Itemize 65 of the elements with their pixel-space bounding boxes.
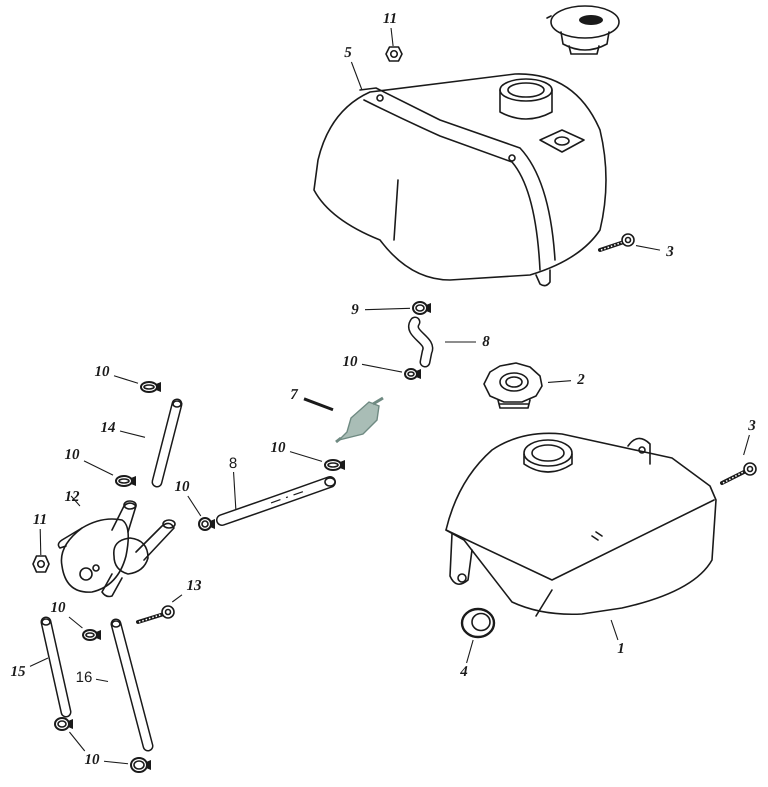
hose-clamp-drawing: [402, 367, 422, 381]
callout-number: 11: [28, 511, 52, 529]
callout-number: 12: [60, 488, 84, 506]
hose-drawing: [40, 618, 74, 718]
callout-number: 1: [612, 640, 630, 658]
callout-number: 9: [345, 301, 365, 319]
hose-clamp-drawing: [138, 380, 162, 394]
hose-clamp-drawing: [410, 300, 432, 316]
nut-drawing: [385, 46, 403, 62]
hose-clamp-drawing: [80, 628, 102, 642]
callout-number: 16: [72, 668, 96, 686]
leader-line: [68, 616, 83, 628]
leader-line: [743, 434, 750, 456]
leader-line: [96, 678, 108, 682]
leader-line: [390, 28, 394, 46]
leader-line: [610, 620, 618, 640]
callout-number: 8: [476, 333, 496, 351]
leader-line: [84, 460, 114, 476]
leader-line: [303, 397, 334, 412]
leader-line: [636, 245, 660, 251]
leader-line: [120, 430, 146, 438]
callout-number: 3: [742, 417, 762, 435]
leader-line: [290, 451, 322, 462]
leader-line: [187, 496, 202, 516]
callout-number: 10: [338, 353, 362, 371]
callout-number: 7: [284, 386, 304, 404]
leader-line: [70, 496, 80, 506]
leader-line: [40, 528, 42, 556]
hose-clamp-drawing: [322, 458, 346, 472]
callout-number: 8: [224, 454, 242, 472]
leader-line: [172, 594, 182, 602]
callout-number: 10: [60, 446, 84, 464]
callout-number: 10: [80, 751, 104, 769]
leader-line: [69, 732, 86, 752]
nut-drawing: [32, 555, 50, 573]
leader-line: [362, 364, 402, 373]
leader-line: [548, 380, 572, 383]
leader-line: [445, 341, 476, 343]
callout-number: 13: [182, 577, 206, 595]
callout-number: 4: [455, 663, 473, 681]
hose-clamp-drawing: [196, 516, 216, 532]
leader-line: [350, 62, 363, 90]
leader-line: [466, 640, 474, 664]
hose-clamp-drawing: [128, 756, 152, 774]
hose-drawing: [108, 620, 156, 752]
callout-number: 2: [571, 371, 591, 389]
callout-number: 5: [338, 44, 358, 62]
callout-number: 3: [660, 243, 680, 261]
leader-line: [364, 308, 410, 310]
bolt-drawing: [598, 230, 636, 254]
callout-number: 10: [46, 599, 70, 617]
callout-number: 10: [266, 439, 290, 457]
hose-clamp-drawing: [113, 474, 137, 488]
grommet-drawing: [460, 606, 496, 640]
hose-clamp-drawing: [52, 716, 74, 732]
bolt-drawing: [136, 602, 176, 626]
callout-number: 14: [96, 419, 120, 437]
callout-number: 10: [90, 363, 114, 381]
callout-number: 15: [6, 663, 30, 681]
leader-line: [114, 375, 138, 384]
leader-line: [104, 760, 128, 764]
hose-drawing: [214, 474, 338, 528]
callout-number: 11: [379, 10, 401, 28]
callout-number: 10: [170, 478, 194, 496]
leader-line: [30, 658, 48, 667]
